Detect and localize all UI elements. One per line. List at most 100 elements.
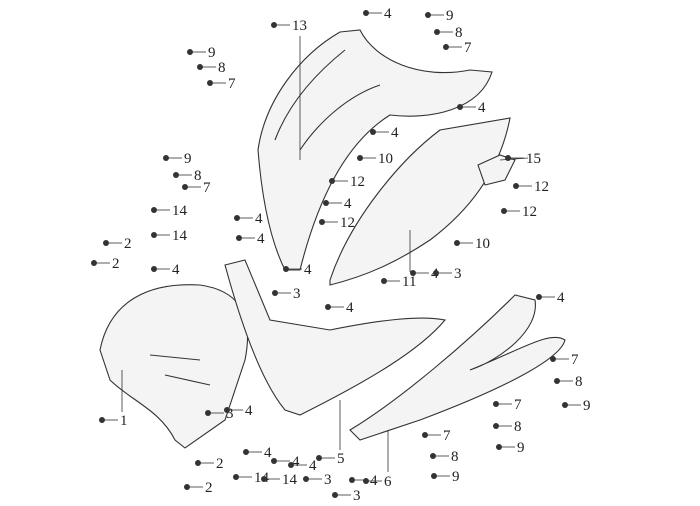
callout-label: 4 (478, 100, 486, 116)
callout-label: 11 (402, 274, 416, 290)
callout-label: 3 (353, 488, 361, 504)
fastener-icon (236, 235, 242, 241)
fastener-icon (505, 155, 511, 161)
callout-label: 7 (514, 397, 522, 413)
fastener-icon (550, 356, 556, 362)
callout-label: 15 (526, 151, 541, 167)
callout-label: 4 (391, 125, 399, 141)
part-6-lower-rail (349, 294, 566, 441)
callout-label: 3 (226, 406, 234, 422)
fastener-icon (501, 208, 507, 214)
fastener-icon (271, 458, 277, 464)
fastener-icon (381, 278, 387, 284)
fastener-icon (197, 64, 203, 70)
part-13-detail (274, 49, 381, 151)
fastener-icon (173, 172, 179, 178)
part-15-bracket (477, 154, 516, 186)
callout-label: 4 (255, 211, 263, 227)
fastener-icon (163, 155, 169, 161)
callout-label: 6 (384, 474, 392, 490)
fastener-icon (234, 215, 240, 221)
callout-label: 7 (464, 40, 472, 56)
callout-label: 14 (282, 472, 298, 488)
fastener-icon (513, 183, 519, 189)
leader-lines (121, 36, 529, 472)
callout-label: 10 (378, 151, 393, 167)
fastener-icon (272, 290, 278, 296)
fastener-icon (493, 423, 499, 429)
fastener-icon (457, 104, 463, 110)
fastener-icon (151, 266, 157, 272)
fastener-icon (349, 477, 355, 483)
callout-label: 4 (346, 300, 354, 316)
fastener-icon (425, 12, 431, 18)
callout-label: 2 (112, 256, 120, 272)
fastener-icon (243, 449, 249, 455)
fastener-icon (370, 129, 376, 135)
callout-label: 13 (292, 18, 307, 34)
callout-label: 9 (208, 45, 216, 61)
callout-label: 8 (575, 374, 583, 390)
callout-label: 1 (120, 413, 128, 429)
fastener-icon (151, 232, 157, 238)
fastener-icon (562, 402, 568, 408)
callout-label: 12 (522, 204, 537, 220)
callout-label: 14 (172, 203, 188, 219)
fastener-icon (329, 178, 335, 184)
callout-label: 4 (557, 290, 565, 306)
callout-label: 7 (571, 352, 579, 368)
fastener-icon (103, 240, 109, 246)
callout-label: 8 (514, 419, 522, 435)
callout-label: 7 (228, 76, 236, 92)
fastener-icon (233, 474, 239, 480)
fastener-icon (363, 10, 369, 16)
callout-label: 8 (455, 25, 463, 41)
callout-label: 4 (257, 231, 265, 247)
callout-label: 4 (384, 6, 392, 22)
callout-label: 12 (534, 179, 549, 195)
fastener-icon (261, 476, 267, 482)
fastener-icon (271, 22, 277, 28)
fastener-icon (187, 49, 193, 55)
callout-label: 10 (475, 236, 490, 252)
callout-label: 2 (205, 480, 213, 496)
fastener-icon (184, 484, 190, 490)
callout-label: 3 (454, 266, 462, 282)
fastener-icon (205, 410, 211, 416)
callout-label: 4 (172, 262, 180, 278)
fastener-icon (319, 219, 325, 225)
fastener-icon (536, 294, 542, 300)
callout-label: 9 (184, 151, 192, 167)
fastener-icon (496, 444, 502, 450)
callout-label: 8 (451, 449, 459, 465)
callout-label: 12 (340, 215, 355, 231)
fastener-icon (422, 432, 428, 438)
callout-label: 9 (583, 398, 591, 414)
callout-label: 2 (216, 456, 224, 472)
fastener-icon (325, 304, 331, 310)
fastener-icon (431, 473, 437, 479)
callout-label: 9 (517, 440, 525, 456)
callout-label: 4 (264, 445, 272, 461)
callout-label: 9 (446, 8, 454, 24)
callout-label: 3 (293, 286, 301, 302)
callout-label: 3 (324, 472, 332, 488)
fastener-icon (363, 478, 369, 484)
fastener-icon (207, 80, 213, 86)
part-5-floor-panel (224, 259, 447, 416)
callout-label: 4 (344, 196, 352, 212)
callout-label: 4 (245, 403, 253, 419)
fastener-icon (434, 29, 440, 35)
fastener-icon (224, 407, 230, 413)
callout-label: 4 (304, 262, 312, 278)
fastener-icon (151, 207, 157, 213)
fastener-icon (493, 401, 499, 407)
callout-label: 7 (203, 180, 211, 196)
callout-label: 8 (194, 168, 202, 184)
fastener-icon (303, 476, 309, 482)
fastener-icon (182, 184, 188, 190)
callout-label: 4 (292, 454, 300, 470)
fastener-icon (430, 453, 436, 459)
fastener-icon (443, 44, 449, 50)
